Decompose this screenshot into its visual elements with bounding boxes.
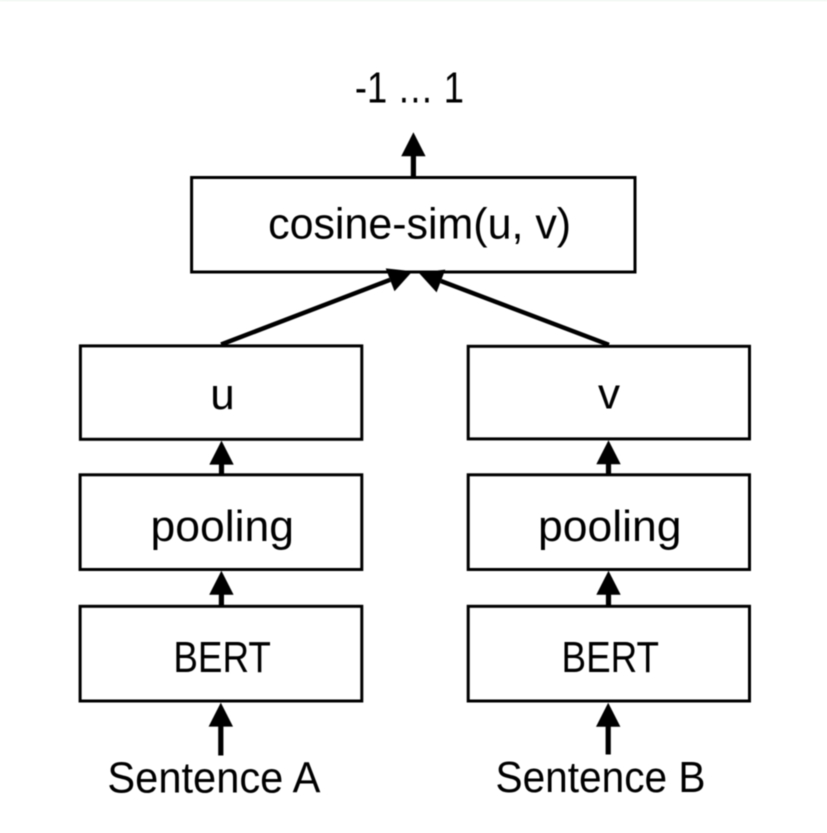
svg-text:pooling: pooling: [538, 502, 682, 551]
svg-text:cosine-sim(u, v): cosine-sim(u, v): [268, 199, 571, 248]
svg-text:BERT: BERT: [562, 633, 660, 682]
svg-text:Sentence A: Sentence A: [107, 753, 321, 802]
svg-text:-1 … 1: -1 … 1: [355, 63, 464, 112]
svg-text:pooling: pooling: [151, 502, 295, 551]
svg-text:u: u: [210, 370, 234, 419]
svg-text:Sentence B: Sentence B: [496, 753, 706, 802]
svg-text:v: v: [598, 369, 620, 418]
svg-text:BERT: BERT: [173, 633, 271, 682]
